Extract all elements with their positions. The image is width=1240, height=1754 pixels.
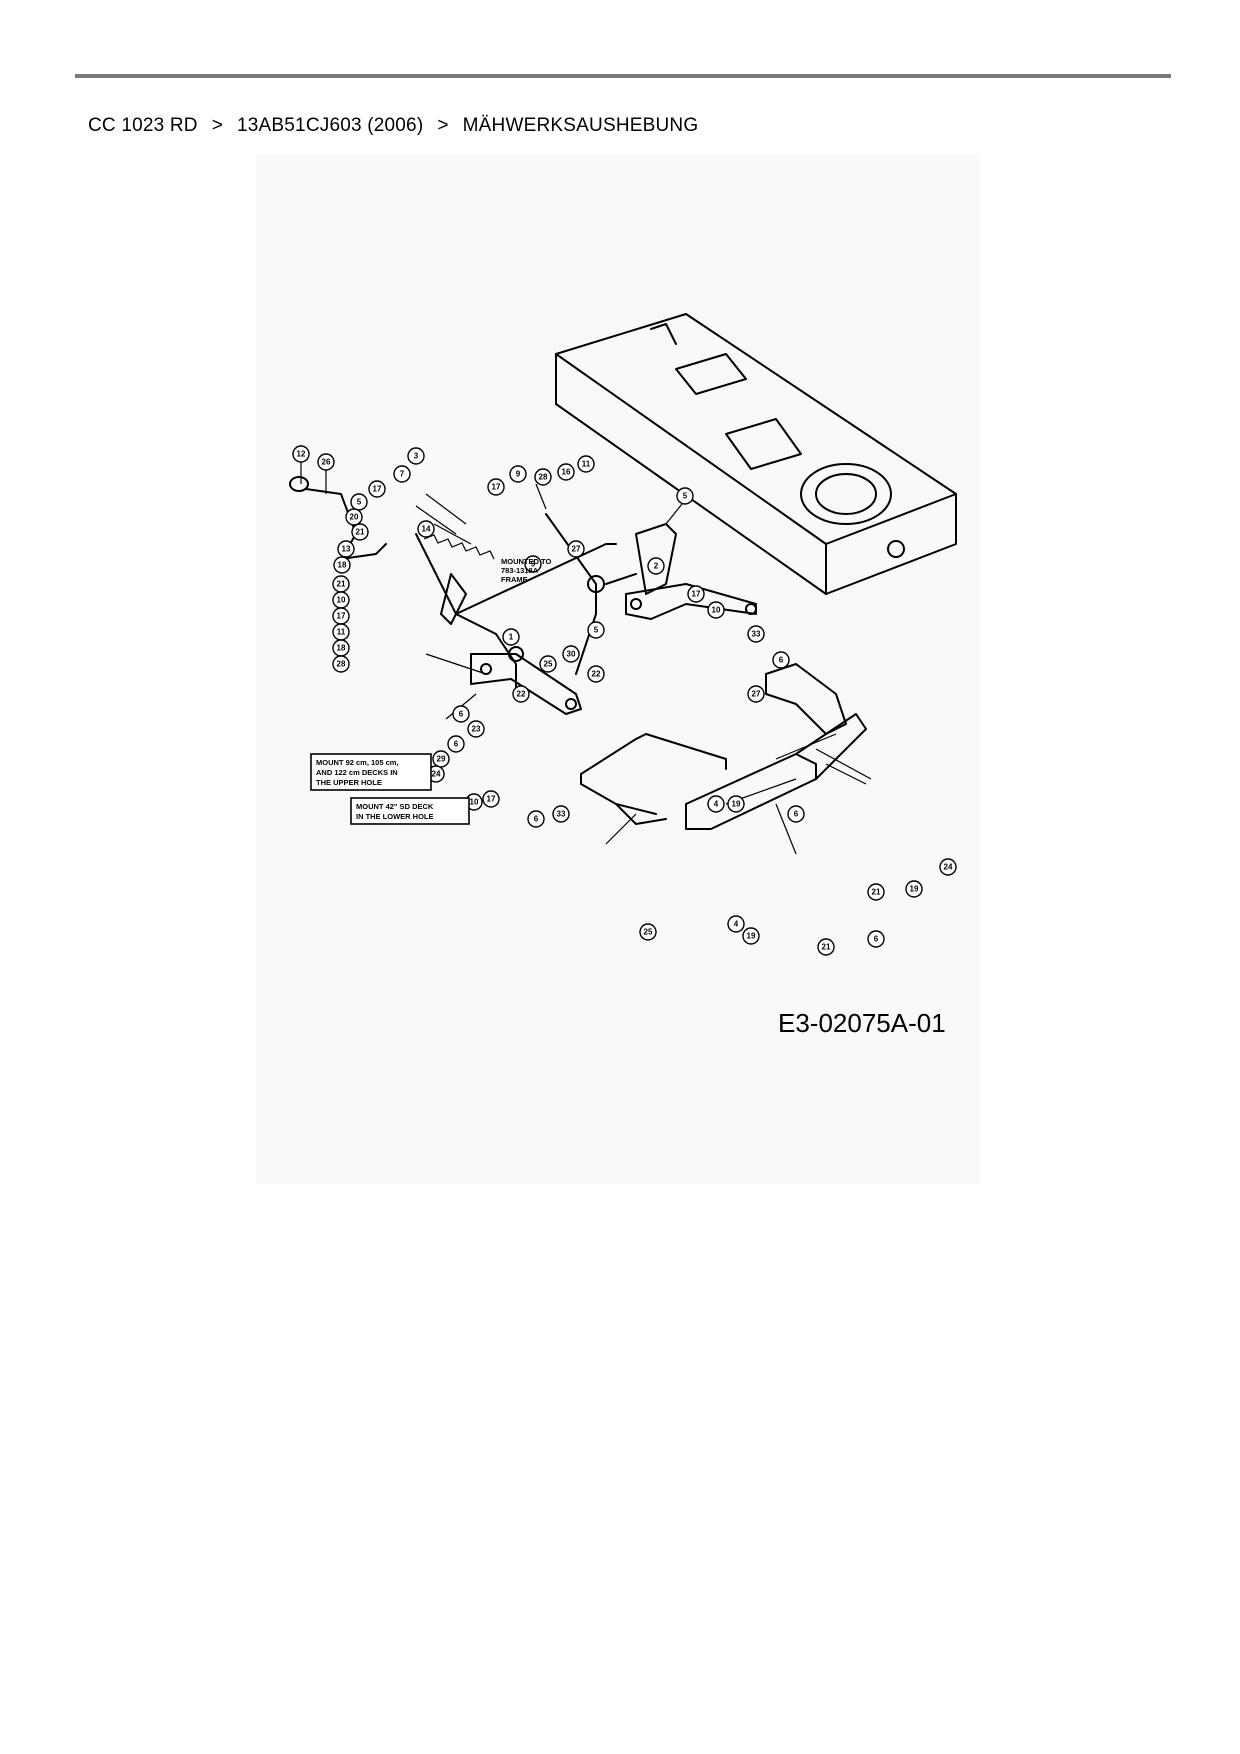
lower-lift-arm-part	[470, 653, 582, 715]
callout-label: 4	[734, 920, 739, 929]
callout-label: 3	[414, 452, 419, 461]
callout-label: 24	[432, 770, 441, 779]
lift-linkage-part	[415, 513, 617, 695]
breadcrumb-separator: >	[437, 115, 449, 136]
breadcrumb: CC 1023 RD > 13AB51CJ603 (2006) > MÄHWER…	[88, 115, 698, 137]
callout-label: 19	[732, 800, 741, 809]
callout-label: 6	[794, 810, 799, 819]
callout-label: 33	[557, 810, 566, 819]
note-line: MOUNT 42" SD DECK	[356, 802, 434, 811]
callout-label: 17	[492, 483, 501, 492]
callout-label: 28	[539, 473, 548, 482]
callout-label: 10	[470, 798, 479, 807]
callout-label: 6	[779, 656, 784, 665]
callout-label: 13	[342, 545, 351, 554]
note-line: IN THE LOWER HOLE	[356, 812, 434, 821]
note-line: THE UPPER HOLE	[316, 778, 382, 787]
callout-label: 17	[487, 795, 496, 804]
callout-label: 22	[517, 690, 526, 699]
callout-label: 7	[400, 470, 405, 479]
figure-code: E3-02075A-01	[778, 1008, 946, 1038]
callout-label: 21	[872, 888, 881, 897]
callout-label: 5	[357, 498, 362, 507]
callout-label: 33	[752, 630, 761, 639]
callout-label: 17	[337, 612, 346, 621]
callout-label: 21	[356, 528, 365, 537]
callout-label: 11	[582, 460, 591, 469]
callout-label: 16	[562, 468, 571, 477]
callout-label: 28	[337, 660, 346, 669]
callout-label: 14	[422, 525, 431, 534]
callout-label: 29	[437, 755, 446, 764]
breadcrumb-serial[interactable]: 13AB51CJ603 (2006)	[237, 115, 424, 136]
callout-label: 5	[683, 492, 688, 501]
frame-part	[555, 313, 957, 595]
note-line: 783-1318A	[501, 566, 539, 575]
callout-label: 30	[567, 650, 576, 659]
callout-label: 10	[337, 596, 346, 605]
callout-label: 12	[297, 450, 306, 459]
callout-label: 19	[910, 885, 919, 894]
callout-label: 10	[712, 606, 721, 615]
callout-label: 5	[594, 626, 599, 635]
mounted-to-frame-note: MOUNTED TO 783-1318A FRAME	[501, 557, 551, 584]
callout-label: 27	[572, 545, 581, 554]
exploded-parts-diagram: 12 26 3 7 17 5 20 21 14 13 18 21 10 17 1…	[256, 154, 980, 1184]
callout-label: 27	[752, 690, 761, 699]
callout-label: 23	[472, 725, 481, 734]
note-line: MOUNT 92 cm, 105 cm,	[316, 758, 399, 767]
bracket-part	[605, 523, 677, 595]
callout-label: 22	[592, 670, 601, 679]
callout-label: 11	[337, 628, 346, 637]
callout-label: 18	[338, 561, 347, 570]
front-lift-bar-part	[580, 733, 727, 825]
callout-label: 18	[337, 644, 346, 653]
breadcrumb-model[interactable]: CC 1023 RD	[88, 115, 198, 136]
breadcrumb-section: MÄHWERKSAUSHEBUNG	[462, 115, 699, 136]
callout-label: 19	[747, 932, 756, 941]
callout-label: 24	[944, 863, 953, 872]
callout-label: 6	[459, 710, 464, 719]
note-line: FRAME	[501, 575, 528, 584]
callout-label: 17	[692, 590, 701, 599]
upper-hole-note: MOUNT 92 cm, 105 cm, AND 122 cm DECKS IN…	[310, 753, 432, 791]
note-line: MOUNTED TO	[501, 557, 551, 566]
callout-label: 2	[654, 562, 659, 571]
leader-lines	[300, 454, 872, 855]
callout-label: 25	[644, 928, 653, 937]
lower-hole-note: MOUNT 42" SD DECK IN THE LOWER HOLE	[350, 797, 470, 825]
callout-label: 21	[337, 580, 346, 589]
top-divider	[75, 74, 1171, 78]
callout-bubbles: 12 26 3 7 17 5 20 21 14 13 18 21 10 17 1…	[292, 445, 957, 956]
callout-label: 21	[822, 943, 831, 952]
callout-label: 6	[534, 815, 539, 824]
callout-label: 25	[544, 660, 553, 669]
callout-label: 6	[874, 935, 879, 944]
callout-label: 17	[373, 485, 382, 494]
callout-label: 26	[322, 458, 331, 467]
note-line: AND 122 cm DECKS IN	[316, 768, 398, 777]
callout-label: 9	[516, 470, 521, 479]
callout-label: 9	[531, 560, 536, 569]
callout-label: 20	[350, 513, 359, 522]
diagram-drawing: 12 26 3 7 17 5 20 21 14 13 18 21 10 17 1…	[289, 313, 957, 1038]
callout-label: 4	[714, 800, 719, 809]
breadcrumb-separator: >	[211, 115, 224, 136]
callout-label: 1	[509, 633, 514, 642]
callout-label: 6	[454, 740, 459, 749]
